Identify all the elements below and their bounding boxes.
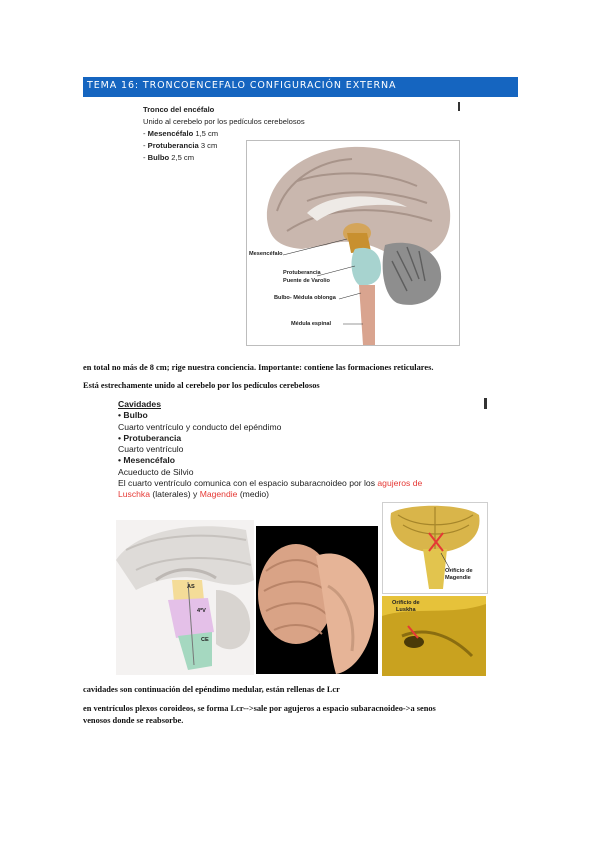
label-protuberancia: Protuberancia	[283, 270, 321, 276]
label-mesencefalo: Mesencéfalo	[249, 251, 283, 257]
label-ce: CE	[201, 637, 209, 643]
paragraph-lcr-line1: en ventrículos plexos coroideos, se form…	[83, 704, 436, 713]
slide1-item: - Protuberancia 3 cm	[143, 141, 218, 150]
text-cursor-mark	[458, 102, 460, 111]
label-orificio-magendie-2: Magendie	[445, 575, 471, 581]
paragraph-lcr-line2: venosos donde se reabsorbe.	[83, 716, 184, 725]
paragraph-pediculos: Está estrechamente unido al cerebelo por…	[83, 381, 320, 390]
section-header-banner: TEMA 16: TRONCOENCEFALO CONFIGURACIÓN EX…	[83, 77, 518, 97]
ventricles-schematic-illustration	[116, 526, 254, 670]
slide1-text: Tronco del encéfalo Unido al cerebelo po…	[143, 104, 443, 164]
ventricles-schematic-figure: AS 4ºV CE	[116, 520, 254, 675]
section-mesencefalo-bullet: • Mesencéfalo	[118, 455, 175, 466]
section-protuberancia-bullet: • Protuberancia	[118, 432, 182, 443]
slide-edge-mark	[484, 398, 487, 409]
label-orificio-luschka-1: Orificio de	[392, 600, 420, 606]
magendie-figure: Orificio de Magendie	[382, 502, 488, 594]
cerebellum-photo-illustration	[258, 544, 375, 674]
label-fourth-ventricle: 4ºV	[197, 608, 206, 614]
brain-sagittal-illustration	[266, 146, 451, 345]
label-bulbo: Bulbo- Médula oblonga	[274, 295, 336, 301]
luschka-illustration	[382, 596, 486, 676]
label-as: AS	[187, 584, 195, 590]
fourth-ventricle-sentence: El cuarto ventrículo comunica con el esp…	[118, 478, 423, 500]
slide2-text: Cavidades • Bulbo Cuarto ventrículo y co…	[118, 399, 488, 501]
slide1-subtitle: Unido al cerebelo por los pedículos cere…	[143, 117, 305, 126]
highlight-luschka: Luschka	[118, 489, 151, 500]
label-orificio-luschka-2: Luskha	[396, 607, 416, 613]
section-protuberancia-text: Cuarto ventrículo	[118, 444, 184, 455]
luschka-figure: Orificio de Luskha	[382, 596, 486, 676]
slide1-title: Tronco del encéfalo	[143, 105, 215, 114]
brainstem-figure: Mesencéfalo Protuberancia Puente de Varo…	[246, 140, 460, 346]
paragraph-conciencia: en total no más de 8 cm; rige nuestra co…	[83, 363, 434, 372]
label-medula-espinal: Médula espinal	[291, 321, 332, 327]
section-title: TEMA 16: TRONCOENCEFALO CONFIGURACIÓN EX…	[87, 80, 397, 91]
cerebellum-photo	[256, 526, 378, 674]
slide1-item: - Mesencéfalo 1,5 cm	[143, 129, 219, 138]
slide1-item: - Bulbo 2,5 cm	[143, 153, 195, 162]
label-orificio-magendie-1: Orificio de	[445, 568, 473, 574]
slide2-title: Cavidades	[118, 399, 161, 409]
highlight-agujeros: agujeros de	[377, 478, 423, 489]
magendie-illustration	[390, 505, 480, 589]
highlight-magendie: Magendie	[199, 489, 238, 500]
section-bulbo-text: Cuarto ventrículo y conducto del epéndim…	[118, 421, 282, 432]
paragraph-cavidades: cavidades son continuación del epéndimo …	[83, 685, 340, 694]
section-bulbo-bullet: • Bulbo	[118, 410, 148, 421]
label-puente-varolio: Puente de Varolio	[283, 278, 330, 284]
section-mesencefalo-text: Acueducto de Silvio	[118, 466, 194, 477]
